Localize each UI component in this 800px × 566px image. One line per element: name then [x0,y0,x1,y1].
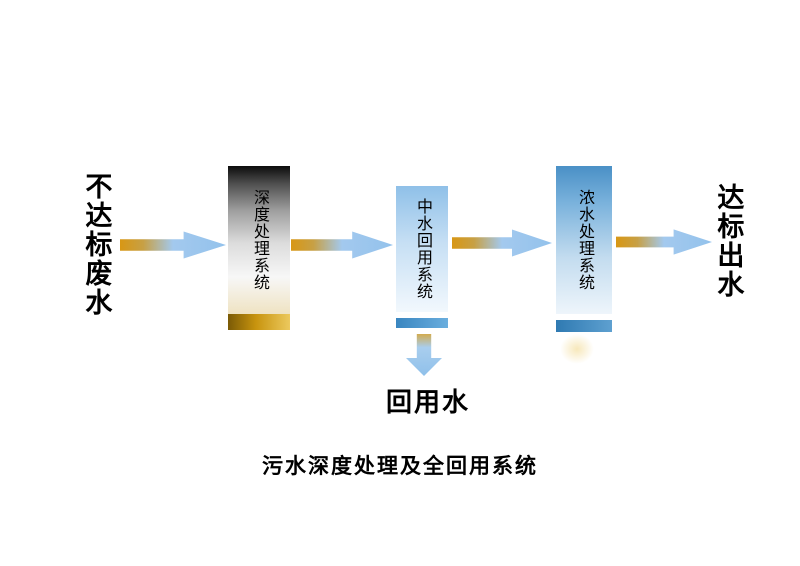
faint-glow-artifact [560,334,594,364]
deep-treatment-system-box: 深度处理系统 [228,166,290,330]
water-reuse-system-body: 中水回用系统 [396,186,448,312]
deep-treatment-system-body: 深度处理系统 [228,166,290,314]
flow-arrow-icon [452,229,552,257]
output-water-label: 达标出水 [713,183,744,299]
flow-arrow-icon [291,231,393,259]
concentrate-treatment-system-body: 浓水处理系统 [556,166,612,314]
flow-arrow-icon [616,229,712,255]
water-reuse-system-label: 中水回用系统 [414,198,431,300]
blue-bottom-bar [556,320,612,332]
deep-treatment-system-label: 深度处理系统 [251,189,268,291]
diagram-title: 污水深度处理及全回用系统 [262,455,538,478]
concentrate-treatment-system-label: 浓水处理系统 [576,189,593,291]
input-water-label: 不达标废水 [81,172,112,317]
water-reuse-system-box: 中水回用系统 [396,186,448,328]
reuse-water-label: 回用水 [385,387,470,417]
gold-bottom-bar [228,314,290,330]
flow-arrow-icon [120,231,226,259]
down-arrow-icon [406,334,442,376]
blue-bottom-bar [396,318,448,328]
concentrate-treatment-system-box: 浓水处理系统 [556,166,612,332]
